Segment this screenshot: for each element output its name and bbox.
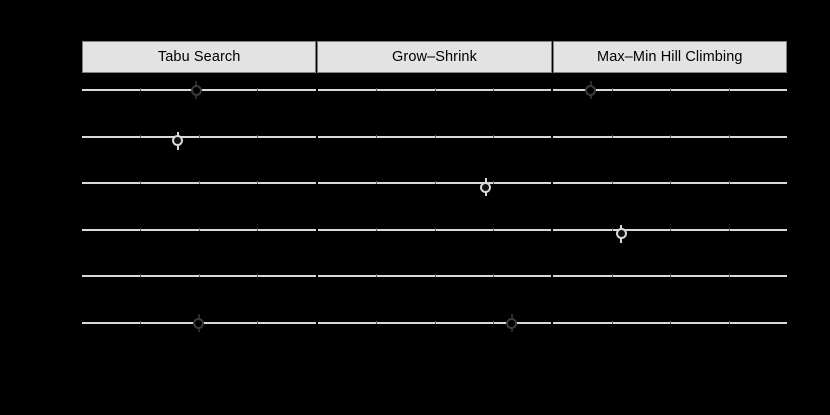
x-tick: [728, 227, 730, 231]
panel-grow-shrink: [317, 76, 552, 332]
x-tick: [140, 227, 142, 231]
gridline: [553, 134, 788, 138]
gridline: [317, 88, 552, 91]
gridline: [317, 134, 552, 138]
gridline: [553, 321, 788, 324]
x-tick: [257, 181, 259, 185]
x-tick: [257, 88, 259, 91]
panel-tabu-search: [82, 76, 316, 332]
point-dot: [615, 228, 627, 240]
gridline: [82, 274, 316, 278]
data-point-marker: [505, 314, 519, 332]
x-tick: [670, 181, 672, 185]
gridline: [317, 227, 552, 231]
point-dot: [585, 84, 597, 96]
point-dot: [190, 84, 202, 96]
gridline: [82, 134, 316, 138]
gridline: [317, 181, 552, 185]
gridline: [553, 227, 788, 231]
x-tick: [728, 88, 730, 91]
x-tick: [611, 321, 613, 324]
x-tick: [140, 274, 142, 278]
x-axis-label-group: [82, 332, 787, 356]
panel-strip-tabu-search: Tabu Search: [82, 41, 317, 73]
gridline: [82, 181, 316, 185]
x-tick: [198, 227, 200, 231]
x-tick: [611, 181, 613, 185]
x-tick: [198, 181, 200, 185]
gridline: [317, 274, 552, 278]
x-tick: [434, 88, 436, 91]
x-tick: [257, 227, 259, 231]
x-tick: [434, 181, 436, 185]
x-tick: [434, 227, 436, 231]
x-tick: [376, 134, 378, 138]
gridline: [553, 181, 788, 185]
x-tick: [728, 181, 730, 185]
x-tick: [140, 134, 142, 138]
x-tick: [376, 321, 378, 324]
x-tick: [376, 274, 378, 278]
x-tick: [611, 227, 613, 231]
x-tick: [492, 181, 494, 185]
x-tick: [670, 227, 672, 231]
panel-strip-label: Tabu Search: [157, 48, 241, 65]
x-tick: [611, 88, 613, 91]
gridline: [82, 227, 316, 231]
x-tick: [434, 274, 436, 278]
panel-row: [82, 76, 788, 332]
data-point-marker: [192, 314, 206, 332]
x-tick: [257, 274, 259, 278]
x-tick: [140, 321, 142, 324]
x-tick: [728, 274, 730, 278]
data-point-marker: [614, 224, 628, 243]
point-dot: [480, 181, 492, 193]
panel-strip-label: Grow–Shrink: [392, 48, 477, 65]
x-tick: [492, 227, 494, 231]
x-tick: [198, 274, 200, 278]
x-tick: [611, 134, 613, 138]
point-dot: [193, 317, 205, 329]
panel-strip-max-min-hill-climbing: Max–Min Hill Climbing: [552, 41, 787, 73]
x-tick: [492, 274, 494, 278]
x-tick: [728, 134, 730, 138]
gridline: [317, 321, 552, 324]
x-tick: [257, 321, 259, 324]
x-tick: [434, 321, 436, 324]
x-tick: [670, 88, 672, 91]
x-tick: [492, 321, 494, 324]
data-point-marker: [584, 81, 598, 99]
panel-strip-row: Tabu Search Grow–Shrink Max–Min Hill Cli…: [82, 41, 787, 73]
panel-max-min-hill-climbing: [553, 76, 788, 330]
data-point-marker: [171, 131, 185, 150]
x-tick: [376, 227, 378, 231]
x-tick: [376, 88, 378, 91]
x-tick: [434, 134, 436, 138]
point-dot: [506, 317, 518, 329]
x-tick: [198, 134, 200, 138]
x-tick: [670, 134, 672, 138]
x-tick: [611, 274, 613, 278]
x-tick: [492, 134, 494, 138]
gridline: [553, 88, 788, 91]
x-tick: [670, 274, 672, 278]
panel-strip-grow-shrink: Grow–Shrink: [317, 41, 552, 73]
x-tick: [140, 181, 142, 185]
gridline: [553, 274, 788, 278]
x-tick: [728, 321, 730, 324]
data-point-marker: [479, 178, 493, 197]
data-point-marker: [189, 81, 203, 99]
x-tick: [492, 88, 494, 91]
point-dot: [172, 135, 184, 147]
x-tick: [140, 88, 142, 91]
x-tick: [376, 181, 378, 185]
panel-strip-label: Max–Min Hill Climbing: [597, 48, 743, 65]
x-tick: [257, 134, 259, 138]
y-axis-label-group: [0, 76, 80, 330]
x-tick: [670, 321, 672, 324]
